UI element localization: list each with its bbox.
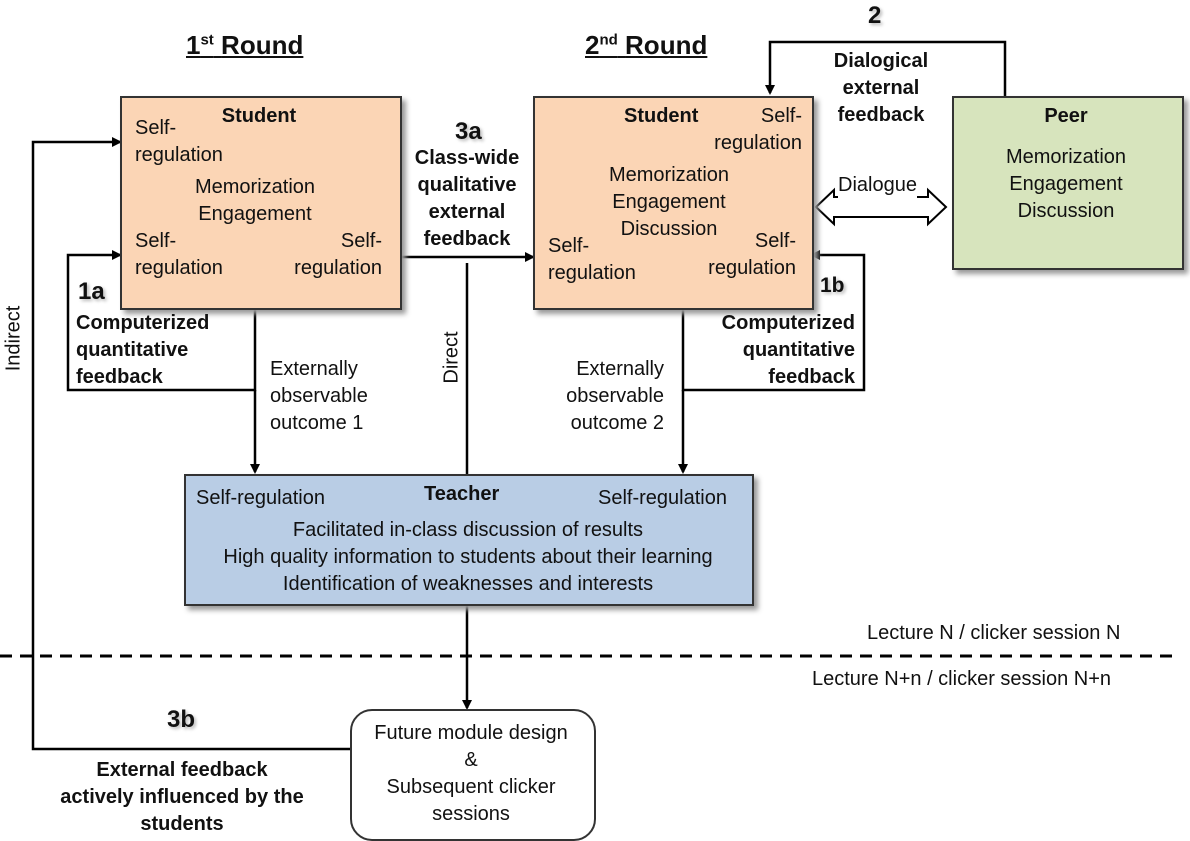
future-box (350, 709, 596, 841)
label-3b: 3b (167, 706, 196, 733)
peer-title: Peer (1044, 105, 1088, 127)
indirect-label: Indirect (0, 305, 28, 372)
label-3a: 3a (455, 118, 482, 145)
student1-sr-bottomleft: Self-regulation (135, 230, 223, 279)
student1-sr-bottomright: Self-regulation (294, 230, 382, 279)
round2-heading: 2nd Round (585, 30, 708, 60)
teacher-title: Teacher (424, 483, 500, 505)
student2-sr-bottomleft: Self-regulation (548, 235, 636, 284)
lecture-n-label: Lecture N / clicker session N (867, 622, 1121, 644)
student1-sr-topleft: Self-regulation (135, 117, 223, 166)
student1-title: Student (221, 105, 297, 127)
indirect-feedback-arrow (31, 137, 350, 751)
student1-box (120, 96, 402, 310)
feedback-1b-arrow (681, 250, 866, 392)
student2-sr-bottomright: Self-regulation (708, 230, 796, 279)
lecture-nn-label: Lecture N+n / clicker session N+n (812, 668, 1112, 690)
peer-box (952, 96, 1184, 270)
dialogue-label: Dialogue (838, 172, 917, 199)
label-1a: 1a (78, 278, 105, 305)
teacher-sr-left: Self-regulation (196, 487, 325, 509)
label-2: 2 (868, 2, 882, 29)
teacher-activities: Facilitated in-class discussion of resul… (223, 519, 713, 595)
teacher-box (184, 474, 754, 606)
student2-box (533, 96, 814, 310)
teacher-sr-right: Self-regulation (598, 487, 727, 509)
direct-label: Direct (438, 327, 466, 388)
student2-sr-topright: Self-regulation (714, 105, 802, 154)
feedback-1a-arrow (66, 250, 257, 392)
round1-heading: 1st Round (186, 30, 304, 60)
dialogical-feedback-arrow (765, 40, 1007, 96)
student2-title: Student (624, 105, 699, 127)
label-1b: 1b (820, 274, 845, 297)
